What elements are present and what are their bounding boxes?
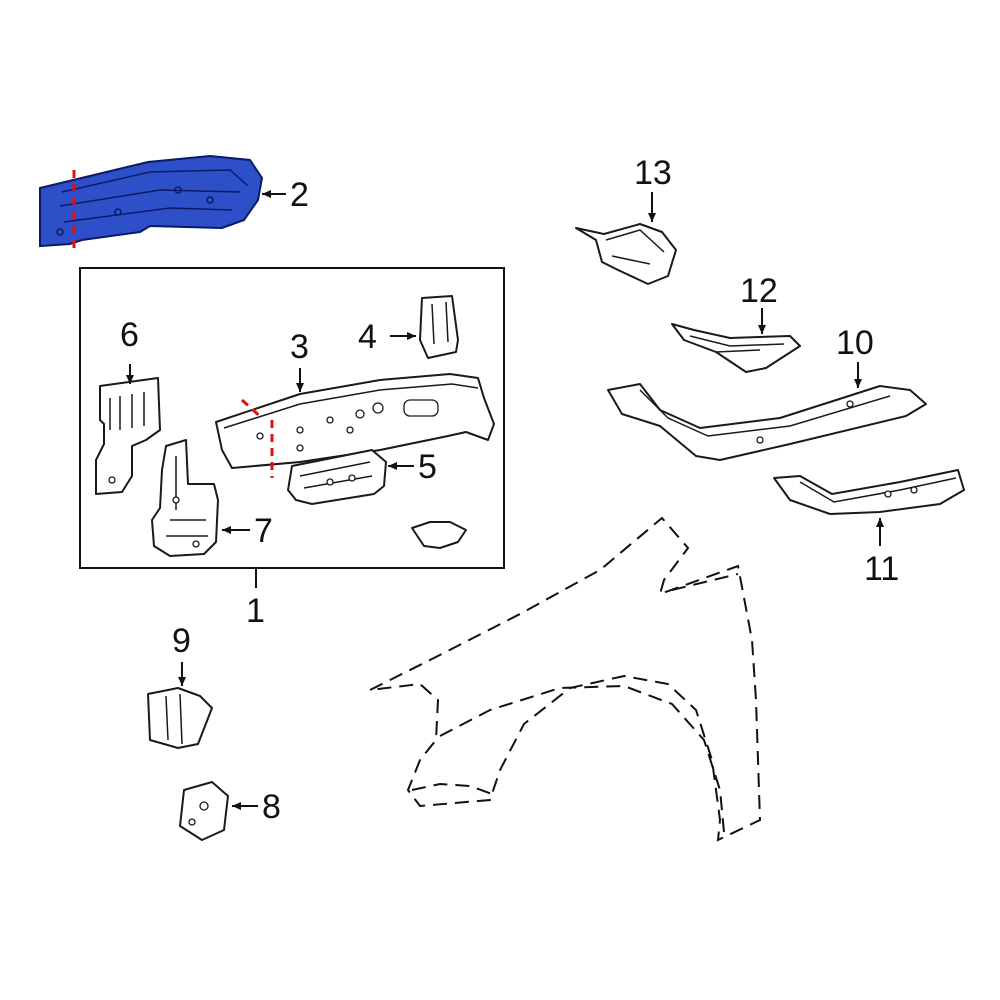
part-4-body[interactable] [419, 295, 459, 359]
part-2-rib-upper [61, 169, 249, 193]
part-3-hole [296, 426, 304, 434]
part-4-bracket[interactable] [419, 295, 459, 359]
part-7-hole [192, 540, 200, 548]
part-10-hole [846, 400, 854, 408]
fender-reference-outline [369, 516, 762, 842]
part-8-hole [188, 818, 196, 826]
part-3-top-edge [223, 383, 479, 429]
callout-6: 6 [120, 316, 139, 354]
part-11-detail [799, 477, 957, 503]
part-3-hole [355, 409, 365, 419]
callout-12: 12 [740, 272, 778, 310]
callout-8: 8 [262, 788, 281, 826]
fender-inner-arch [439, 684, 725, 833]
part-3-slot [403, 399, 439, 417]
small-clip [411, 521, 467, 549]
part-7-bracket[interactable] [151, 439, 219, 557]
callout-9: 9 [172, 622, 191, 660]
part-11-hole [884, 490, 892, 498]
part-10-rail[interactable] [607, 383, 927, 461]
part-3-hole [372, 402, 384, 414]
part-5-bracket[interactable] [287, 449, 387, 505]
part-8-hole [199, 801, 209, 811]
callout-10: 10 [836, 324, 874, 362]
part-11-body[interactable] [773, 469, 965, 515]
assembly-1-group-box [79, 267, 505, 569]
part-11-rail[interactable] [773, 469, 965, 515]
part-8-plate[interactable] [179, 781, 229, 841]
part-13-bracket[interactable] [575, 223, 677, 285]
part-4-detail [431, 301, 449, 345]
callout-7: 7 [254, 512, 273, 550]
part-3-body[interactable] [215, 373, 495, 469]
part-13-detail [605, 229, 665, 265]
part-2-body[interactable] [39, 154, 264, 248]
fender-top-edge [671, 573, 739, 591]
part-3-side-member[interactable] [215, 373, 495, 478]
small-clip-body [411, 521, 467, 549]
part-7-hole [172, 496, 180, 504]
part-13-body[interactable] [575, 223, 677, 285]
part-2-rib-mid [59, 189, 241, 207]
part-10-body[interactable] [607, 383, 927, 461]
part-2-apron-reinforcement[interactable] [39, 154, 264, 250]
part-12-body[interactable] [671, 323, 801, 373]
part-6-body[interactable] [95, 377, 161, 495]
callout-4: 4 [358, 318, 377, 356]
part-5-detail [299, 461, 373, 489]
part-12-bracket[interactable] [671, 323, 801, 373]
callout-2: 2 [290, 176, 309, 214]
fender-front-lip [411, 782, 493, 795]
part-3-hole [346, 426, 354, 434]
part-3-hole [256, 432, 264, 440]
part-7-body[interactable] [151, 439, 219, 557]
fender-outer-outline [369, 516, 762, 842]
part-9-detail [165, 693, 183, 745]
part-2-hole [56, 228, 64, 236]
part-10-hole [756, 436, 764, 444]
part-3-cut-line [240, 398, 264, 420]
part-12-detail [689, 335, 785, 353]
callout-5: 5 [418, 448, 437, 486]
callout-11: 11 [864, 550, 899, 588]
part-5-hole [326, 478, 334, 486]
part-6-hole [108, 476, 116, 484]
part-2-hole [114, 208, 122, 216]
part-2-rib-lower [63, 207, 233, 223]
part-8-body[interactable] [179, 781, 229, 841]
callout-13: 13 [634, 154, 672, 192]
part-2-hole [174, 186, 182, 194]
part-9-body[interactable] [147, 687, 213, 749]
callout-1: 1 [246, 592, 265, 630]
part-6-bracket[interactable] [95, 377, 161, 495]
part-11-hole [910, 486, 918, 494]
part-2-hole [206, 196, 214, 204]
part-9-bracket[interactable] [147, 687, 213, 749]
part-6-detail [109, 392, 145, 430]
callout-3: 3 [290, 328, 309, 366]
part-10-detail [639, 389, 891, 437]
part-3-hole [326, 416, 334, 424]
part-5-hole [348, 474, 356, 482]
part-3-hole [296, 444, 304, 452]
